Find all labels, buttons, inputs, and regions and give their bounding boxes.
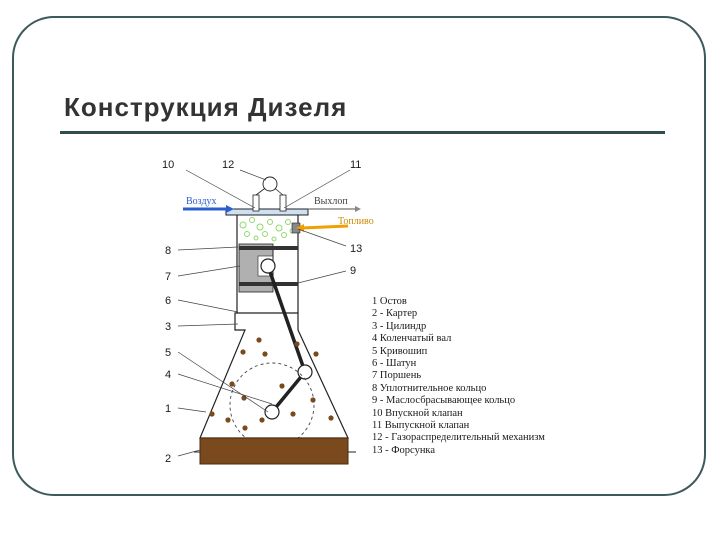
fuel-spray [239, 217, 295, 242]
callout-7: 7 [165, 271, 171, 283]
legend-item: 9 - Маслосбрасывающее кольцо [372, 395, 516, 407]
legend: 1 Остов 2 - Картер 3 - Цилиндр 4 Коленча… [372, 296, 545, 457]
legend-item: 8 Уплотнительное кольцо [372, 382, 487, 394]
cylinder-head [225, 208, 309, 216]
callout-4: 4 [165, 369, 171, 381]
callout-8: 8 [165, 245, 171, 257]
legend-item: 1 Остов [372, 296, 407, 307]
crankcase-oil [199, 437, 349, 465]
callout-10: 10 [162, 159, 174, 171]
legend-item: 7 Поршень [372, 370, 422, 382]
leader-lines [177, 169, 351, 457]
timing-gear [262, 176, 278, 192]
legend-item: 13 - Форсунка [372, 444, 436, 456]
connecting-rod [266, 265, 307, 373]
legend-item: 4 Коленчатый вал [372, 333, 452, 345]
fuel-arrow-head [296, 224, 304, 232]
exhaust-label: Выхлоп [314, 196, 348, 207]
legend-item: 6 - Шатун [372, 358, 417, 370]
callout-1: 1 [165, 403, 171, 415]
air-arrow-head [226, 205, 234, 213]
callout-5: 5 [165, 347, 171, 359]
fuel-arrow [301, 224, 349, 230]
callout-6: 6 [165, 295, 171, 307]
legend-item: 12 - Газораспределительный механизм [372, 432, 545, 444]
callout-13: 13 [350, 243, 362, 255]
title-rule [60, 131, 665, 134]
legend-item: 5 Кривошип [372, 345, 428, 357]
slide-frame [12, 16, 706, 496]
crank-circle [229, 362, 315, 448]
exhaust-valve [279, 194, 287, 212]
callout-2: 2 [165, 453, 171, 465]
air-label: Воздух [186, 196, 217, 207]
piston-pin [260, 258, 276, 274]
legend-item: 10 Впускной клапан [372, 407, 463, 419]
exhaust-arrow-head [355, 206, 361, 212]
crank-pin [297, 364, 313, 380]
fuel-label: Топливо [338, 216, 374, 227]
legend-item: 2 - Картер [372, 308, 418, 320]
crankshaft-journal [264, 404, 280, 420]
oil-scraper-ring [239, 282, 298, 286]
callout-12: 12 [222, 159, 234, 171]
callout-3: 3 [165, 321, 171, 333]
crank-arm [270, 370, 307, 414]
callout-9: 9 [350, 265, 356, 277]
callout-11: 11 [350, 159, 361, 171]
oil-splash-dots [209, 337, 334, 431]
sealing-ring [239, 246, 298, 250]
legend-item: 11 Выпускной клапан [372, 420, 470, 432]
slide-title: Конструкция Дизеля [64, 92, 348, 122]
intake-valve [252, 194, 260, 212]
legend-item: 3 - Цилиндр [372, 320, 427, 332]
